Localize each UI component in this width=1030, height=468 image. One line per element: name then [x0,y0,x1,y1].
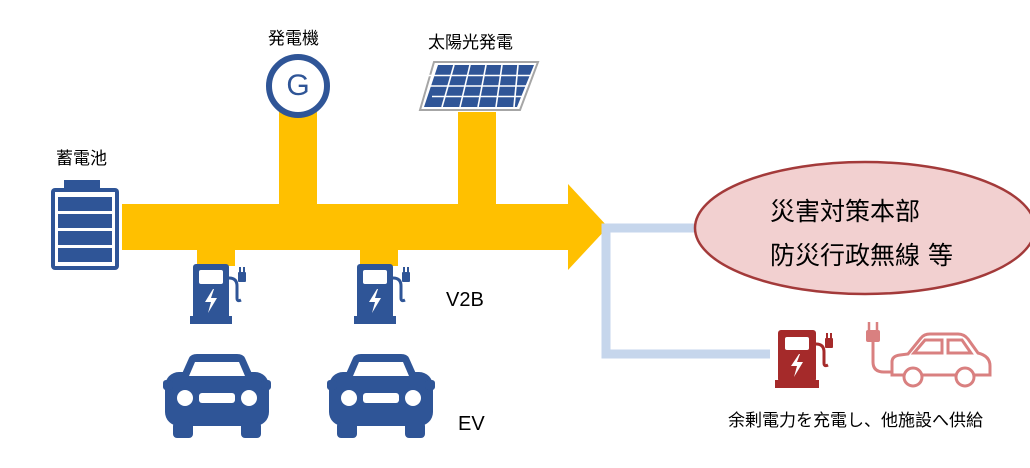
flow-arrow-head [568,184,608,270]
disaster-hq-line2: 防災行政無線 等 [770,241,953,270]
generator-icon [266,54,330,118]
car-icon [327,354,435,438]
generator-label: 発電機 [268,29,319,49]
disaster-hq-line1: 災害対策本部 [770,197,921,226]
charger-icon [354,264,410,324]
supply-line [601,223,770,359]
car-icon [890,332,992,388]
battery-label: 蓄電池 [56,149,107,169]
solar-label: 太陽光発電 [428,33,513,53]
charger1-branch [197,246,235,266]
solar-branch [458,112,496,206]
generator-branch [279,112,317,206]
main-flow-bar [122,204,570,250]
generator-symbol: G [286,69,310,102]
car-icon [163,354,271,438]
ev-label: EV [458,413,485,435]
supply-caption: 余剰電力を充電し、他施設へ供給 [728,411,983,431]
charger-icon [775,330,833,388]
charger-icon [190,264,246,324]
plug-icon [866,322,894,374]
v2b-label: V2B [446,289,484,311]
charger2-branch [360,246,398,266]
disaster-hq-ellipse [693,160,1030,296]
battery-icon [51,180,119,270]
solar-panel-icon [418,61,540,111]
power-flow [122,112,608,270]
